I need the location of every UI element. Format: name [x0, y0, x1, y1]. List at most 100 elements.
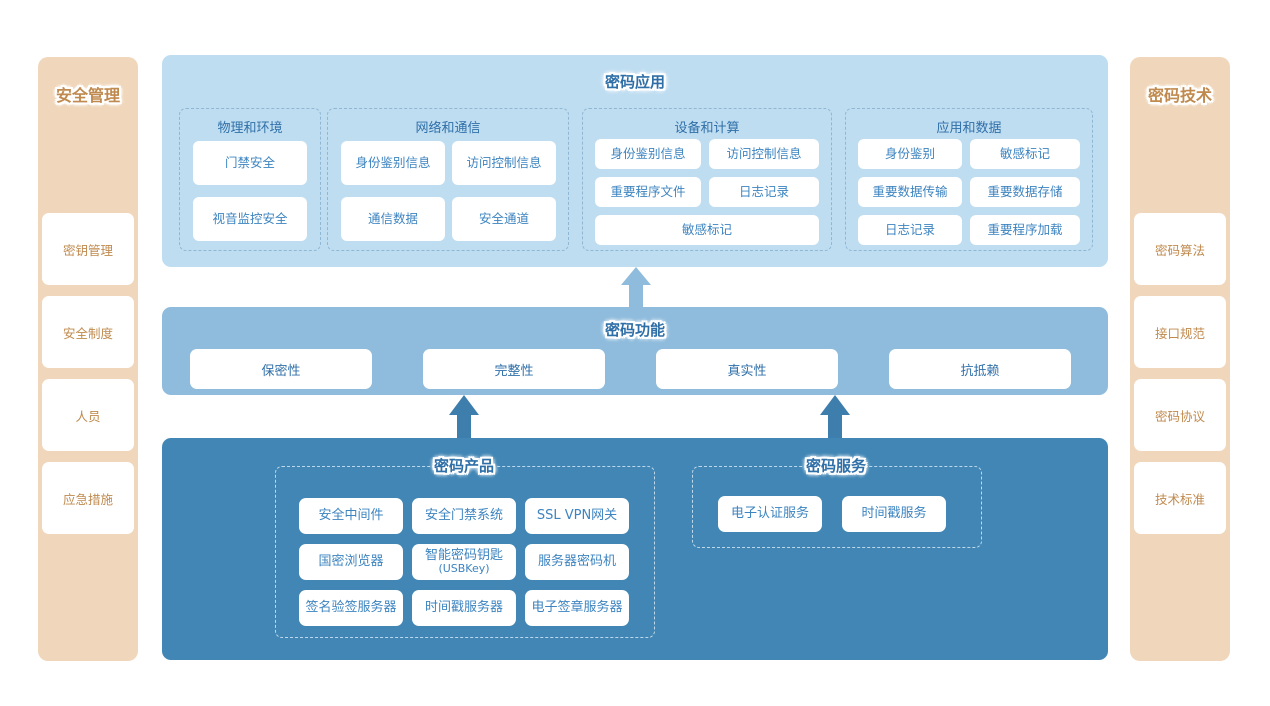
product-chip-access-control-system[interactable]: 安全门禁系统	[412, 498, 516, 534]
chip-identity-auth-info[interactable]: 身份鉴别信息	[341, 141, 445, 185]
chip-log-record[interactable]: 日志记录	[709, 177, 819, 207]
sidebar-item-label: 密码协议	[1154, 408, 1205, 424]
chip-sensitive-marking[interactable]: 敏感标记	[970, 139, 1080, 169]
product-chip-server-crypto-machine[interactable]: 服务器密码机	[525, 544, 629, 580]
group-crypto-services	[692, 466, 982, 548]
chip-identity-auth[interactable]: 身份鉴别	[858, 139, 962, 169]
chip-label: 敏感标记	[681, 221, 732, 237]
chip-label: 视音监控安全	[212, 210, 288, 226]
sidebar-item-crypto-protocol[interactable]: 密码协议	[1134, 379, 1226, 451]
group-application-data: 应用和数据 身份鉴别 敏感标记 重要数据传输 重要数据存储 日志记录 重要程序加…	[845, 108, 1093, 251]
function-chip-confidentiality[interactable]: 保密性	[190, 349, 372, 389]
chip-label: 完整性	[494, 363, 534, 379]
function-chip-non-repudiation[interactable]: 抗抵赖	[889, 349, 1071, 389]
chip-communication-data[interactable]: 通信数据	[341, 197, 445, 241]
chip-access-control-info[interactable]: 访问控制信息	[709, 139, 819, 169]
chip-identity-auth-info[interactable]: 身份鉴别信息	[595, 139, 701, 169]
chip-label: 服务器密码机	[537, 553, 616, 569]
chip-label: 重要数据传输	[872, 183, 948, 199]
sidebar-item-label: 应急措施	[62, 491, 113, 507]
product-layer-panel: 密码产品 安全中间件 安全门禁系统 SSL VPN网关 国密浏览器 智能密码钥匙…	[162, 438, 1108, 660]
sidebar-item-label: 人员	[75, 408, 101, 424]
chip-important-data-transmission[interactable]: 重要数据传输	[858, 177, 962, 207]
chip-important-program-loading[interactable]: 重要程序加载	[970, 215, 1080, 245]
left-sidebar-title: 安全管理	[55, 86, 120, 105]
chip-sensitive-marking[interactable]: 敏感标记	[595, 215, 819, 245]
function-layer-panel: 密码功能 保密性 完整性 真实性 抗抵赖	[162, 307, 1108, 395]
application-layer-title: 密码应用	[604, 73, 665, 91]
arrow-up-icon-function-to-application	[618, 267, 654, 308]
chip-label: 抗抵赖	[960, 363, 1000, 379]
product-chip-ssl-vpn-gateway[interactable]: SSL VPN网关	[525, 498, 629, 534]
group-device-computing: 设备和计算 身份鉴别信息 访问控制信息 重要程序文件 日志记录 敏感标记	[582, 108, 832, 251]
chip-label: 身份鉴别信息	[610, 145, 686, 161]
right-sidebar-title: 密码技术	[1147, 86, 1212, 105]
chip-label: 时间戳服务器	[424, 599, 503, 615]
sidebar-item-label: 密码算法	[1154, 242, 1205, 258]
chip-label: 重要程序文件	[610, 183, 686, 199]
chip-label: 真实性	[727, 363, 767, 379]
chip-access-control-info[interactable]: 访问控制信息	[452, 141, 556, 185]
right-sidebar: 密码技术 密码算法 接口规范 密码协议 技术标准	[1130, 57, 1230, 661]
sidebar-item-crypto-algorithm[interactable]: 密码算法	[1134, 213, 1226, 285]
product-chip-smart-crypto-key[interactable]: 智能密码钥匙 (USBKey)	[412, 544, 516, 580]
group-title: 物理和环境	[217, 121, 283, 136]
group-title: 网络和通信	[415, 121, 481, 136]
sidebar-item-label: 接口规范	[1154, 325, 1205, 341]
chip-label: 签名验签服务器	[305, 599, 397, 615]
service-chip-timestamp[interactable]: 时间戳服务	[842, 496, 946, 532]
sidebar-item-label: 密钥管理	[62, 242, 113, 258]
product-chip-sm-browser[interactable]: 国密浏览器	[299, 544, 403, 580]
group-physical-environment: 物理和环境 门禁安全 视音监控安全	[179, 108, 321, 251]
chip-label: 重要数据存储	[987, 183, 1063, 199]
chip-label: 访问控制信息	[726, 145, 802, 161]
group-title-crypto-services: 密码服务	[805, 457, 866, 475]
chip-access-control-security[interactable]: 门禁安全	[193, 141, 307, 185]
chip-label: 时间戳服务	[861, 505, 927, 521]
chip-label: 日志记录	[738, 183, 789, 199]
sidebar-item-key-management[interactable]: 密钥管理	[42, 213, 134, 285]
chip-log-record[interactable]: 日志记录	[858, 215, 962, 245]
arrow-up-icon-product-to-function	[446, 395, 482, 440]
chip-label: 电子认证服务	[730, 505, 809, 521]
chip-important-program-file[interactable]: 重要程序文件	[595, 177, 701, 207]
function-chip-authenticity[interactable]: 真实性	[656, 349, 838, 389]
function-chip-integrity[interactable]: 完整性	[423, 349, 605, 389]
sidebar-item-tech-standard[interactable]: 技术标准	[1134, 462, 1226, 534]
product-chip-signature-verification-server[interactable]: 签名验签服务器	[299, 590, 403, 626]
chip-label: 通信数据	[367, 210, 418, 226]
chip-video-audio-monitoring[interactable]: 视音监控安全	[193, 197, 307, 241]
chip-label: 访问控制信息	[466, 154, 542, 170]
chip-label: 智能密码钥匙	[424, 547, 503, 563]
group-title-crypto-products: 密码产品	[433, 457, 494, 475]
chip-label: SSL VPN网关	[536, 507, 618, 523]
sidebar-item-label: 技术标准	[1154, 491, 1205, 507]
sidebar-item-interface-spec[interactable]: 接口规范	[1134, 296, 1226, 368]
chip-label: 安全中间件	[318, 507, 384, 523]
chip-label: 敏感标记	[999, 145, 1050, 161]
arrow-up-icon-service-to-function	[817, 395, 853, 440]
chip-label: 门禁安全	[224, 154, 275, 170]
application-layer-panel: 密码应用 物理和环境 门禁安全 视音监控安全 网络和通信 身份鉴别信息 访问控制…	[162, 55, 1108, 267]
sidebar-item-emergency-measures[interactable]: 应急措施	[42, 462, 134, 534]
chip-secure-channel[interactable]: 安全通道	[452, 197, 556, 241]
chip-sublabel: (USBKey)	[438, 562, 490, 576]
chip-label: 身份鉴别信息	[355, 154, 431, 170]
chip-label: 电子签章服务器	[531, 599, 623, 615]
chip-label: 安全门禁系统	[424, 507, 503, 523]
left-sidebar: 安全管理 密钥管理 安全制度 人员 应急措施	[38, 57, 138, 661]
chip-label: 保密性	[261, 363, 301, 379]
sidebar-item-personnel[interactable]: 人员	[42, 379, 134, 451]
product-chip-electronic-seal-server[interactable]: 电子签章服务器	[525, 590, 629, 626]
product-chip-timestamp-server[interactable]: 时间戳服务器	[412, 590, 516, 626]
group-network-communication: 网络和通信 身份鉴别信息 访问控制信息 通信数据 安全通道	[327, 108, 569, 251]
sidebar-item-security-policy[interactable]: 安全制度	[42, 296, 134, 368]
service-chip-electronic-certification[interactable]: 电子认证服务	[718, 496, 822, 532]
product-chip-security-middleware[interactable]: 安全中间件	[299, 498, 403, 534]
chip-important-data-storage[interactable]: 重要数据存储	[970, 177, 1080, 207]
chip-label: 日志记录	[884, 221, 935, 237]
chip-label: 安全通道	[478, 210, 529, 226]
group-crypto-products	[275, 466, 655, 638]
group-title: 应用和数据	[936, 121, 1002, 136]
